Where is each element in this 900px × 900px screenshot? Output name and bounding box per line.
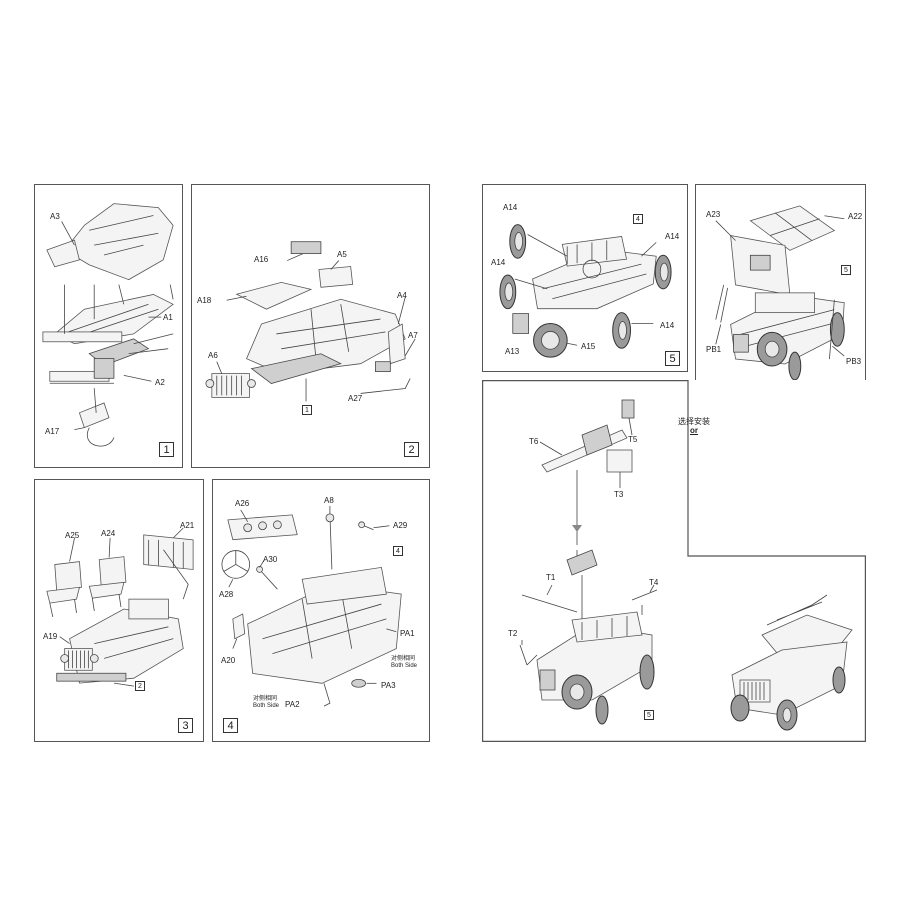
label-a14-middle-left: A14 <box>491 258 506 267</box>
step-1-panel: A3 A1 A2 A17 1 <box>34 184 183 468</box>
label-a26: A26 <box>235 499 250 508</box>
or-choice-label: 选择安装 or <box>672 417 716 436</box>
label-pa2: PA2 <box>285 700 300 709</box>
label-t1: T1 <box>546 573 556 582</box>
label-t3: T3 <box>614 490 624 499</box>
label-pb1: PB1 <box>706 345 722 354</box>
both-side-note-right: 对侧相同 Both Side <box>391 656 417 669</box>
label-a14-right: A14 <box>660 321 675 330</box>
label-pa3: PA3 <box>381 681 396 690</box>
label-a22: A22 <box>848 212 863 221</box>
label-a30: A30 <box>263 555 278 564</box>
machine-gun-option-panel: T6 T5 T3 T1 T4 T2 5 <box>482 380 866 742</box>
ref-box-step-5: 5 <box>841 265 851 275</box>
label-a16: A16 <box>254 255 269 264</box>
label-a2: A2 <box>155 378 165 387</box>
label-t2: T2 <box>508 629 518 638</box>
label-a25: A25 <box>65 531 80 540</box>
both-side-cn-left: 对侧相同 <box>253 696 278 702</box>
step-5-panel: A14 4 A14 A14 A14 A13 A15 5 <box>482 184 688 372</box>
both-side-en-left: Both Side <box>253 702 280 709</box>
label-t4: T4 <box>649 578 659 587</box>
step-2-illustration <box>205 241 416 402</box>
label-pa1: PA1 <box>400 629 415 638</box>
label-t5: T5 <box>628 435 638 444</box>
label-a6: A6 <box>208 351 218 360</box>
ref-box-step-4: 4 <box>393 546 403 556</box>
ref-box-step-5: 5 <box>644 710 654 720</box>
label-a14-top-left: A14 <box>503 203 518 212</box>
label-a24: A24 <box>101 529 116 538</box>
step-5-illustration <box>499 224 672 358</box>
label-a14-top-right: A14 <box>665 232 680 241</box>
step-number-5: 5 <box>665 351 680 366</box>
label-a5: A5 <box>337 250 347 259</box>
label-a18: A18 <box>197 296 212 305</box>
both-side-note-left: 对侧相同 Both Side <box>253 696 279 709</box>
label-a17: A17 <box>45 427 60 436</box>
step-number-4: 4 <box>223 718 238 733</box>
or-choice-cn: 选择安装 <box>678 417 710 426</box>
step-number-3: 3 <box>178 718 193 733</box>
ref-box-step-4: 4 <box>633 214 643 224</box>
label-a21: A21 <box>180 521 195 530</box>
step-4-illustration <box>221 505 402 707</box>
label-a13: A13 <box>505 347 520 356</box>
label-a19: A19 <box>43 632 58 641</box>
label-a1: A1 <box>163 313 173 322</box>
label-a8: A8 <box>324 496 334 505</box>
step-number-1: 1 <box>159 442 174 457</box>
ref-box-step-2: 2 <box>135 681 145 691</box>
label-pb3: PB3 <box>846 357 862 366</box>
label-a15: A15 <box>581 342 596 351</box>
label-a4: A4 <box>397 291 407 300</box>
label-t6: T6 <box>529 437 539 446</box>
step-number-2: 2 <box>404 442 419 457</box>
step-3-illustration <box>46 527 194 687</box>
step-4-panel: A26 A8 A29 4 A30 A28 PA1 对侧相同 Both Side … <box>212 479 430 742</box>
or-choice-en: or <box>690 425 698 435</box>
machine-gun-option-illustration <box>482 380 866 742</box>
label-a3: A3 <box>50 212 60 221</box>
label-a27: A27 <box>348 394 363 403</box>
label-a20: A20 <box>221 656 236 665</box>
both-side-en-right: Both Side <box>391 662 418 669</box>
label-a29: A29 <box>393 521 408 530</box>
label-a23: A23 <box>706 210 721 219</box>
ref-box-step-1: 1 <box>302 405 312 415</box>
label-a7: A7 <box>408 331 418 340</box>
step-2-panel: A16 A5 A18 A4 A7 A6 A27 1 2 <box>191 184 430 468</box>
both-side-cn-right: 对侧相同 <box>391 656 416 662</box>
step-3-panel: A21 A25 A24 A19 2 3 <box>34 479 204 742</box>
step-1-illustration <box>42 203 174 447</box>
label-a28: A28 <box>219 590 234 599</box>
